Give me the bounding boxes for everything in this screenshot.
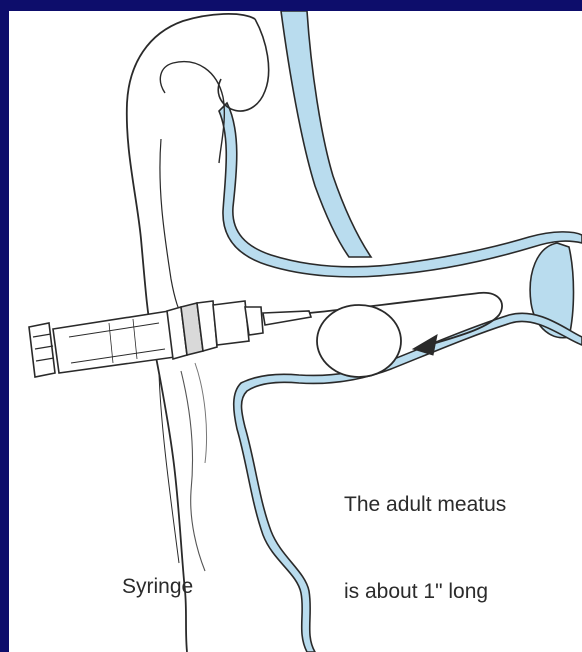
lobule-line <box>181 371 205 571</box>
meatus-caption-line1: The adult meatus <box>344 490 506 519</box>
meatus-caption-line2: is about 1" long <box>344 577 506 606</box>
auricle-inner-fold <box>218 19 268 111</box>
meatus-caption: The adult meatus is about 1" long <box>344 432 506 652</box>
wax-plug <box>317 305 401 377</box>
illustration-panel: The adult meatus is about 1" long Syring… <box>9 11 582 652</box>
antihelix-line <box>160 139 183 319</box>
syringe-leader-line <box>159 373 179 563</box>
syringe-nozzle <box>263 311 311 325</box>
syringe-hub <box>213 301 249 345</box>
concha-line <box>195 363 207 463</box>
syringe-label: Syringe <box>122 574 193 600</box>
syringe <box>29 301 311 377</box>
upper-blue-stripe <box>281 11 371 257</box>
helix-inner-line <box>160 62 224 163</box>
syringe-plunger-cap <box>29 323 55 377</box>
canal-upper-wall <box>219 103 582 277</box>
